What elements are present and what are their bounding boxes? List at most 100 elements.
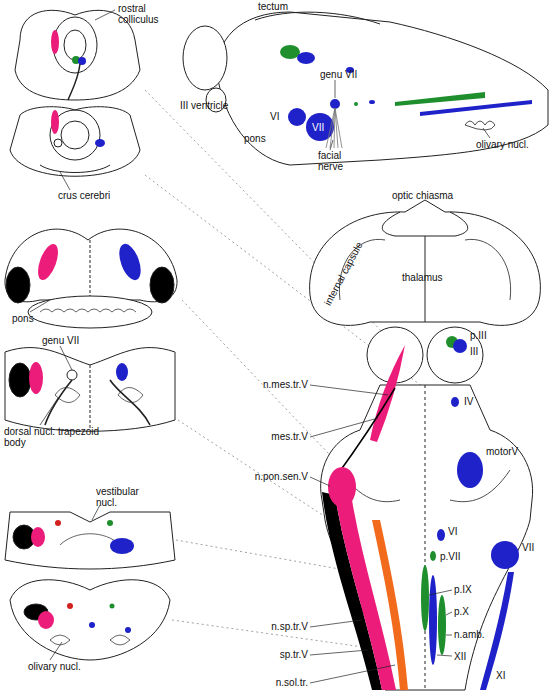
ventricle-outline [183, 26, 227, 90]
accessory-nucleus [480, 572, 514, 690]
mesencephalic-tract [335, 388, 395, 478]
solitary-nucleus [372, 520, 408, 690]
structure-label: motorV [486, 446, 518, 457]
structure-label: genu VII [320, 69, 357, 80]
leader-line [429, 590, 452, 595]
leader-line [437, 655, 452, 656]
spinal-nucleus [31, 527, 45, 547]
peduncle-outline [340, 470, 510, 502]
section-outline [5, 512, 175, 569]
level-guide [176, 540, 345, 570]
brainstem-outline [321, 385, 533, 690]
structure-label: rostral colliculus [118, 3, 178, 25]
nerve-fibre [45, 380, 150, 425]
vagal-nucleus [110, 604, 115, 609]
crus-outline [40, 165, 110, 173]
mesencephalic-nucleus [51, 30, 59, 54]
section-outline [10, 107, 140, 177]
leader-line [310, 418, 378, 437]
structure-label: p.VII [440, 551, 461, 562]
motor-nucleus [115, 241, 145, 283]
structure-label: VI [270, 111, 279, 122]
spinal-tract [6, 267, 30, 303]
oculomotor-nucleus [297, 52, 315, 64]
level-guide [182, 300, 330, 455]
leader-line [446, 612, 452, 615]
structure-label: facial nerve [318, 150, 368, 172]
leader-line [95, 10, 115, 20]
section-facial [5, 346, 175, 431]
facial-parasympathetic-nucleus [430, 551, 436, 561]
genu-facial [330, 99, 340, 109]
trochlear-nucleus [95, 139, 105, 147]
leader-line [310, 665, 395, 683]
vagal-nucleus [395, 92, 485, 106]
midline [90, 240, 91, 300]
abducens-nucleus [437, 529, 445, 541]
oculomotor-nucleus [78, 57, 86, 65]
structure-label: sp.tr.V [280, 649, 308, 660]
section-vestibular [5, 505, 175, 569]
leader-line [50, 642, 62, 660]
section-caudal-colliculus [10, 107, 140, 190]
facial-nucleus [491, 541, 519, 569]
sagittal-view [183, 12, 548, 165]
solitary-nucleus [67, 603, 73, 609]
midline [90, 365, 91, 430]
solitary-nucleus [55, 520, 61, 526]
section-medulla [10, 580, 170, 660]
structure-label: VI [448, 526, 457, 537]
structure-label: VII [312, 122, 324, 133]
hypoglossal-nucleus [89, 622, 95, 628]
spinal-tract [9, 363, 31, 397]
structure-label: IV [464, 396, 473, 407]
facial-nucleus [110, 538, 134, 554]
structure-label: crus cerebri [58, 190, 110, 201]
trochlear-nucleus [451, 397, 459, 407]
spinal-nucleus [29, 362, 43, 394]
parasympathetic-nucleus [280, 45, 300, 59]
ambiguus-nucleus [125, 627, 131, 633]
structure-label: III ventricle [180, 100, 230, 111]
leader-lines [310, 385, 452, 683]
structure-label: internal capsule [322, 240, 365, 307]
leader-line [446, 635, 452, 636]
level-guide [172, 620, 370, 648]
structure-label: dorsal nucl. trapezoid body [4, 426, 119, 448]
facial-nucleus [306, 113, 334, 141]
structure-label: pons [244, 133, 266, 144]
structure-label: vestibular nucl. [96, 486, 156, 508]
hypoglossal-nucleus [429, 575, 437, 665]
structure-label: XI [496, 670, 505, 681]
hypoglossal-nucleus [420, 100, 532, 116]
section-outline [5, 348, 175, 432]
section-outline [10, 580, 170, 660]
pontine-sensory-nucleus [328, 467, 356, 507]
leader-line [310, 650, 368, 655]
aqueduct [61, 121, 89, 149]
structure-label: p.IX [454, 584, 472, 595]
chiasma-outline [382, 212, 467, 236]
mesencephalic-nucleus [51, 110, 59, 134]
leader-line [310, 385, 388, 395]
structure-label: pons [12, 313, 34, 324]
structure-label: mes.tr.V [271, 431, 308, 442]
structure-label: p.X [454, 606, 469, 617]
capsule-outline [339, 239, 510, 300]
leader-line [40, 398, 58, 425]
structure-label: p.III [470, 330, 487, 341]
white-nucleus [54, 139, 62, 147]
structure-label: n.mes.tr.V [263, 379, 308, 390]
structure-label: thalamus [402, 272, 443, 283]
leader-line [330, 140, 333, 150]
level-guide [178, 420, 330, 520]
spinal-tract [150, 267, 174, 303]
structure-label: olivary nucl. [28, 661, 81, 672]
leader-line [335, 80, 336, 98]
salivatory-nucleus [354, 102, 358, 106]
tectum-outline [255, 12, 380, 24]
structure-label: optic chiasma [392, 190, 453, 201]
structure-label: XII [454, 651, 466, 662]
leader-line [60, 172, 70, 190]
